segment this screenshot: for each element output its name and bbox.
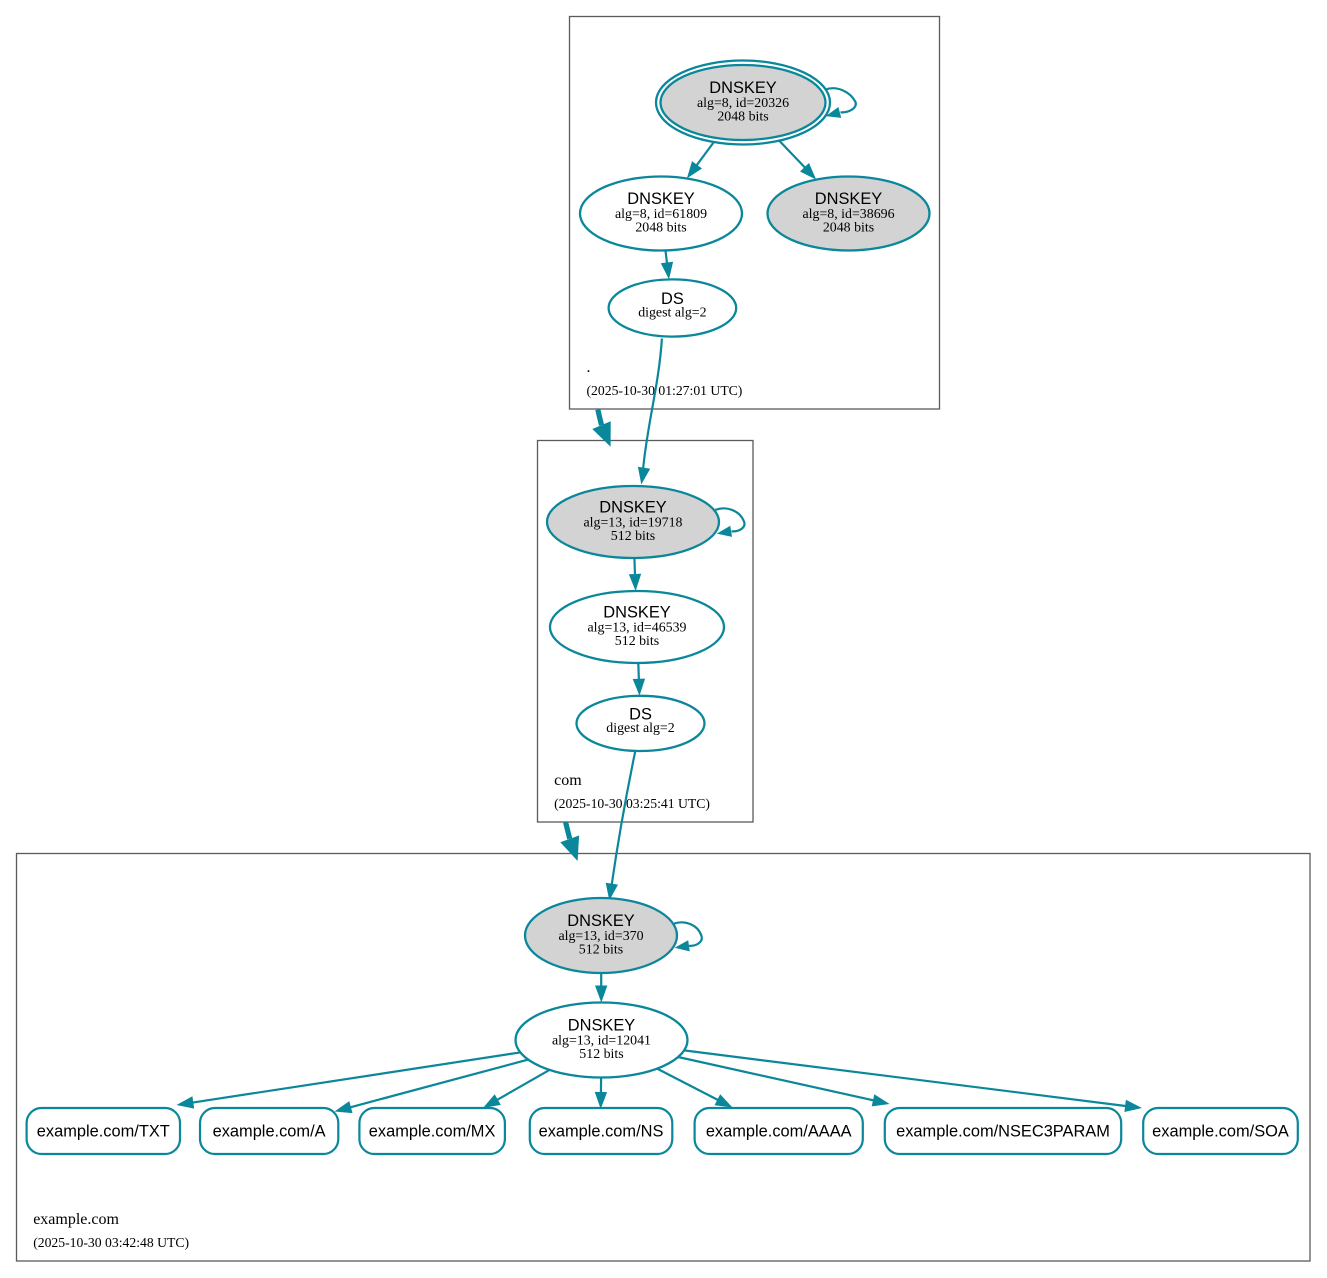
svg-text:512 bits: 512 bits xyxy=(579,943,623,958)
svg-text:digest alg=2: digest alg=2 xyxy=(638,306,706,321)
svg-text:example.com: example.com xyxy=(33,1211,119,1228)
svg-text:2048 bits: 2048 bits xyxy=(635,221,686,236)
svg-text:alg=8, id=61809: alg=8, id=61809 xyxy=(615,207,707,222)
svg-text:DS: DS xyxy=(661,290,684,308)
svg-text:alg=8, id=38696: alg=8, id=38696 xyxy=(802,207,894,222)
svg-text:(2025-10-30 03:25:41 UTC): (2025-10-30 03:25:41 UTC) xyxy=(554,796,710,812)
svg-text:com: com xyxy=(554,772,582,789)
svg-text:DNSKEY: DNSKEY xyxy=(709,79,776,97)
svg-text:DNSKEY: DNSKEY xyxy=(567,912,634,930)
svg-text:example.com/MX: example.com/MX xyxy=(369,1123,496,1141)
svg-text:alg=13, id=19718: alg=13, id=19718 xyxy=(583,516,682,531)
svg-text:512 bits: 512 bits xyxy=(611,529,655,544)
svg-text:example.com/TXT: example.com/TXT xyxy=(37,1123,170,1141)
svg-text:example.com/NS: example.com/NS xyxy=(539,1123,664,1141)
svg-text:2048 bits: 2048 bits xyxy=(717,110,768,125)
svg-text:DNSKEY: DNSKEY xyxy=(568,1017,635,1035)
svg-text:alg=13, id=46539: alg=13, id=46539 xyxy=(587,621,686,636)
svg-text:.: . xyxy=(587,359,591,376)
svg-text:example.com/SOA: example.com/SOA xyxy=(1152,1123,1289,1141)
svg-text:512 bits: 512 bits xyxy=(615,634,659,649)
svg-text:alg=13, id=370: alg=13, id=370 xyxy=(558,929,643,944)
svg-text:(2025-10-30 03:42:48 UTC): (2025-10-30 03:42:48 UTC) xyxy=(33,1235,189,1251)
svg-text:DNSKEY: DNSKEY xyxy=(815,190,882,208)
svg-text:alg=13, id=12041: alg=13, id=12041 xyxy=(552,1034,651,1049)
svg-text:example.com/AAAA: example.com/AAAA xyxy=(706,1123,852,1141)
svg-text:alg=8, id=20326: alg=8, id=20326 xyxy=(697,96,789,111)
svg-text:DNSKEY: DNSKEY xyxy=(603,604,670,622)
svg-text:digest alg=2: digest alg=2 xyxy=(606,721,674,736)
svg-text:DS: DS xyxy=(629,706,652,724)
svg-text:2048 bits: 2048 bits xyxy=(823,221,874,236)
svg-text:example.com/NSEC3PARAM: example.com/NSEC3PARAM xyxy=(896,1123,1110,1141)
svg-text:(2025-10-30 01:27:01 UTC): (2025-10-30 01:27:01 UTC) xyxy=(587,383,743,399)
svg-text:DNSKEY: DNSKEY xyxy=(599,499,666,517)
svg-text:example.com/A: example.com/A xyxy=(213,1123,326,1141)
svg-text:DNSKEY: DNSKEY xyxy=(627,190,694,208)
svg-text:512 bits: 512 bits xyxy=(579,1047,623,1062)
